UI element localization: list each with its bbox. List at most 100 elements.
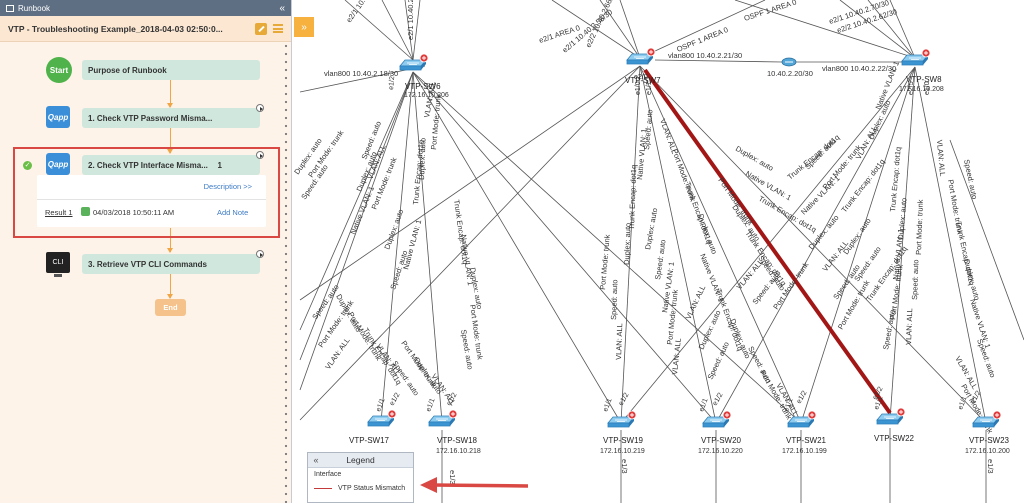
interface-label: e1/3: [448, 470, 457, 485]
topology-link[interactable]: [639, 65, 987, 424]
legend-item-label: VTP Status Mismatch: [338, 485, 406, 492]
topology-link[interactable]: [412, 71, 622, 424]
switch-icon[interactable]: [702, 410, 732, 428]
topology-link[interactable]: [734, 0, 916, 59]
link-attribute-label: VLAN: ALL: [904, 308, 914, 345]
expand-side-panel-icon[interactable]: »: [294, 17, 314, 37]
topology-link[interactable]: [599, 0, 641, 59]
topology-link[interactable]: [551, 0, 641, 59]
switch-icon[interactable]: [972, 410, 1002, 428]
topology-link[interactable]: [914, 66, 987, 424]
qapp-icon[interactable]: Qapp: [46, 153, 70, 175]
legend-header: « Legend: [308, 453, 413, 468]
end-node[interactable]: End: [155, 299, 186, 316]
switch-icon[interactable]: [787, 410, 817, 428]
run-step-icon[interactable]: [256, 151, 264, 159]
device-name[interactable]: VTP-SW20: [701, 436, 742, 445]
runbook-node-retrieve-cli[interactable]: 3. Retrieve VTP CLI Commands: [82, 250, 264, 274]
legend-pointer-arrow: [420, 477, 529, 493]
device-name[interactable]: VTP-SW23: [969, 436, 1010, 445]
panel-resize-handle[interactable]: [282, 42, 290, 503]
runbook-title-bar: VTP - Troubleshooting Example_2018-04-03…: [0, 16, 291, 42]
topology-link[interactable]: [412, 0, 421, 61]
topology-link[interactable]: [715, 66, 916, 424]
port-label: e1/2: [618, 392, 631, 407]
device-name[interactable]: VTP-SW7: [625, 76, 661, 85]
topology-link[interactable]: [412, 71, 802, 424]
topology-link[interactable]: [620, 65, 641, 424]
success-check-icon: ✓: [23, 161, 32, 170]
topology-link[interactable]: [404, 0, 414, 61]
switch-icon[interactable]: [626, 47, 656, 65]
switch-icon[interactable]: [399, 53, 429, 71]
port-label: e1/0: [924, 81, 931, 95]
topology-link[interactable]: [867, 0, 916, 59]
switch-icon[interactable]: [367, 409, 397, 427]
topology-link[interactable]: [381, 0, 414, 61]
result-link[interactable]: Result 1: [45, 208, 73, 217]
link-attribute-label: Duplex: auto: [896, 197, 909, 240]
topology-link[interactable]: [299, 65, 641, 301]
runbook-node-purpose[interactable]: Purpose of Runbook: [82, 60, 260, 80]
device-ip: 172.16.10.206: [404, 92, 449, 99]
add-note-link[interactable]: Add Note: [217, 208, 249, 217]
switch-icon[interactable]: [901, 48, 931, 66]
topology-link[interactable]: [299, 65, 641, 421]
device-name[interactable]: VTP-SW6: [405, 82, 441, 91]
topology-link[interactable]: [619, 0, 641, 59]
switch-icon[interactable]: [428, 409, 458, 427]
topology-link[interactable]: [380, 71, 414, 423]
link-attribute-label: VLAN: ALL: [935, 139, 947, 176]
collapse-legend-icon[interactable]: «: [313, 455, 319, 465]
topology-link[interactable]: [889, 66, 916, 421]
port-label: e1/1: [375, 397, 386, 412]
port-label: e1/2: [389, 392, 402, 407]
device-name[interactable]: VTP-SW17: [349, 436, 390, 445]
node-label: 3. Retrieve VTP CLI Commands: [88, 259, 207, 269]
device-name[interactable]: VTP-SW19: [603, 436, 644, 445]
description-link[interactable]: Description >>: [203, 182, 252, 191]
vtp-mismatch-link[interactable]: [643, 68, 892, 415]
topology-link[interactable]: [639, 65, 717, 424]
device-name[interactable]: VTP-SW18: [437, 436, 478, 445]
device-name[interactable]: VTP-SW8: [906, 75, 942, 84]
topology-link[interactable]: [639, 65, 802, 424]
port-label: e1/2: [388, 76, 396, 90]
interface-label: e2/1 10.40.2.54/30: [406, 0, 415, 40]
switch-icon[interactable]: [607, 410, 637, 428]
topology-link[interactable]: [344, 0, 414, 61]
device-ip: 172.16.10.219: [600, 448, 645, 455]
link-attribute-label: Native VLAN: 1: [401, 219, 423, 271]
link-attribute-label: Port Mode: trunk: [914, 199, 925, 255]
device-name[interactable]: VTP-SW21: [786, 436, 827, 445]
topology-link[interactable]: [299, 71, 414, 391]
topology-link[interactable]: [889, 0, 916, 59]
qapp-icon[interactable]: Qapp: [46, 106, 70, 128]
run-step-icon[interactable]: [256, 250, 264, 258]
topology-link[interactable]: [412, 71, 717, 424]
switch-icon[interactable]: [876, 407, 906, 425]
run-step-icon[interactable]: [256, 104, 264, 112]
topology-link[interactable]: [949, 139, 1024, 341]
device-name[interactable]: VTP-SW22: [874, 434, 915, 443]
topology-link[interactable]: [299, 71, 414, 361]
topology-link[interactable]: [839, 0, 916, 59]
collapse-panel-icon[interactable]: «: [279, 2, 285, 14]
topology-link[interactable]: [800, 66, 916, 424]
runbook-node-check-vtp-interface[interactable]: 2. Check VTP Interface Misma... 1: [82, 151, 264, 175]
edit-icon[interactable]: [255, 22, 267, 35]
cli-icon[interactable]: CLI: [46, 252, 70, 277]
topology-link[interactable]: [412, 71, 443, 423]
legend-section-label: Interface: [314, 471, 342, 478]
topology-link[interactable]: [639, 0, 766, 59]
topology-link[interactable]: [654, 59, 783, 63]
interface-label: 10.40.2.20/30: [767, 69, 813, 78]
runbook-node-check-vtp-password[interactable]: 1. Check VTP Password Misma...: [82, 104, 264, 128]
menu-icon[interactable]: [273, 24, 283, 33]
panel-header: Runbook «: [0, 0, 291, 16]
link-attribute-label: Duplex: auto: [643, 207, 659, 250]
link-attribute-label: Speed: auto: [706, 340, 731, 380]
start-icon[interactable]: Start: [46, 57, 72, 83]
